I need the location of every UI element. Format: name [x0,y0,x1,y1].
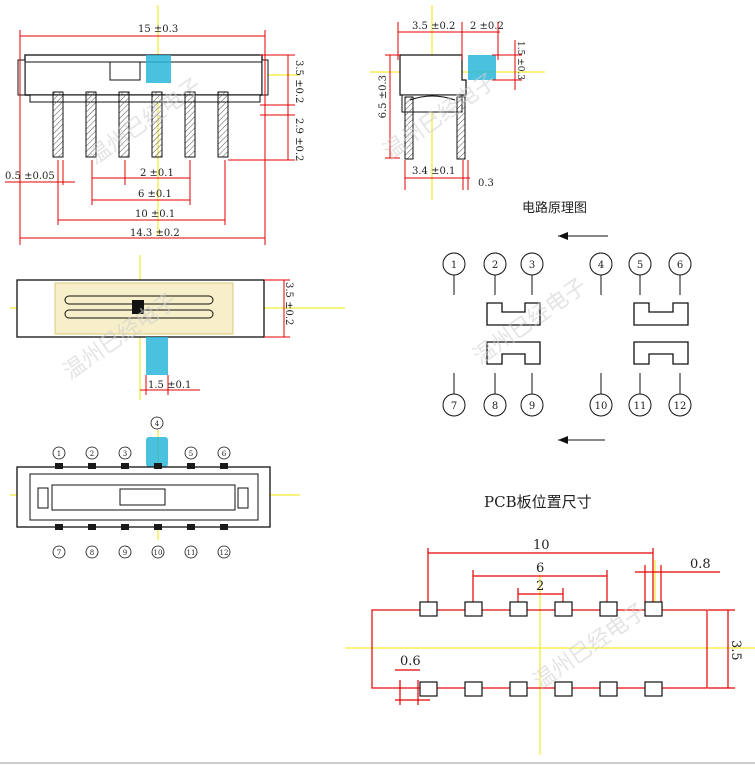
dim-leg-length: 2.9 ±0.2 [293,118,304,161]
front-view: 15 ±0.3 3.5 ±0.2 2.9 ±0.2 0.5 ±0.05 2 ±0… [5,5,304,245]
bv-knob-pin: 4 [155,420,160,428]
sch-pin-1: 1 [451,260,457,271]
pcb-dim-3-5: 3.5 [728,640,743,661]
dim-side-1-5: 1.5 ±0.3 [515,41,525,80]
dim-total-width: 15 ±0.3 [138,24,178,35]
side-view: 3.5 ±0.2 2 ±0.2 1.5 ±0.3 6.5 ±0.3 3.4 ±0… [370,5,545,200]
pcb-title: PCB板位置尺寸 [484,493,592,511]
bv-pin-7: 7 [57,549,61,557]
dim-span-14-3: 14.3 ±0.2 [130,228,180,239]
sch-pin-6: 6 [677,260,683,271]
sch-pin-4: 4 [598,260,604,271]
dim-side-3-5: 3.5 ±0.2 [412,21,455,32]
sch-pin-12: 12 [674,401,687,412]
pcb-dim-10: 10 [533,538,550,553]
dim-height-top: 3.5 ±0.2 [293,60,304,103]
sch-pin-8: 8 [492,401,498,412]
bv-pin-6: 6 [222,450,227,458]
pcb-dim-2: 2 [536,579,544,594]
dim-side-2: 2 ±0.2 [470,21,504,32]
dim-pin-width: 0.5 ±0.05 [5,171,55,182]
bottom-view: 4 1 2 3 5 6 7 8 9 10 11 12 [10,416,300,559]
bv-pin-9: 9 [123,549,127,557]
dim-pitch: 2 ±0.1 [140,168,174,179]
dim-side-6-5: 6.5 ±0.3 [378,75,389,118]
schematic-title: 电路原理图 [522,200,587,216]
sch-pin-10: 10 [595,401,608,412]
dim-top-knob: 1.5 ±0.1 [148,380,191,391]
bv-pin-8: 8 [90,549,94,557]
schematic: 电路原理图 1 2 3 4 5 6 7 8 9 10 [442,200,692,444]
watermark-5: 温州巳经电子 [529,599,651,695]
dim-span-6: 6 ±0.1 [138,189,172,200]
bv-pin-11: 11 [187,549,196,557]
top-view: 3.5 ±0.2 1.5 ±0.1 [10,255,345,400]
bv-pin-3: 3 [123,450,127,458]
pcb-dim-0-6: 0.6 [400,654,421,669]
dim-side-3-4: 3.4 ±0.1 [412,166,455,177]
sch-pin-7: 7 [451,401,457,412]
sch-pin-9: 9 [529,401,535,412]
sch-pin-3: 3 [529,260,535,271]
bv-pin-2: 2 [90,450,94,458]
bv-pin-1: 1 [57,450,61,458]
sch-pin-11: 11 [634,401,647,412]
sch-pin-2: 2 [492,260,498,271]
dim-span-10: 10 ±0.1 [135,209,175,220]
bv-pin-5: 5 [189,450,193,458]
bv-pin-10: 10 [154,549,163,557]
front-pins [52,91,229,158]
pcb-dim-6: 6 [536,561,544,576]
dim-top-3-5: 3.5 ±0.2 [283,282,294,325]
sch-pin-5: 5 [637,260,643,271]
pcb-footprint: PCB板位置尺寸 [345,493,755,755]
dim-side-0-3: 0.3 [478,178,494,189]
pcb-dim-0-8: 0.8 [690,557,711,572]
bv-pin-12: 12 [220,549,229,557]
